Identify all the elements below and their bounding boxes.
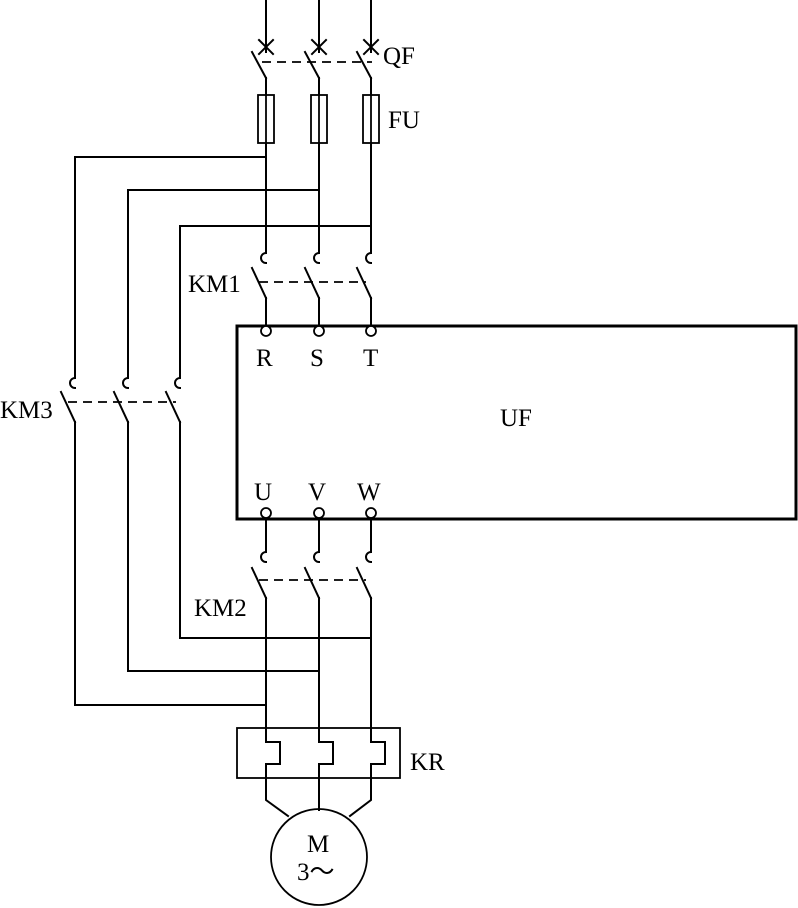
supply-wiring	[74, 142, 372, 379]
terminal-t-label: T	[363, 345, 378, 372]
motor-m-label: M	[307, 831, 329, 858]
bypass-wiring	[74, 421, 372, 706]
terminal-r-label: R	[256, 345, 273, 372]
motor: M 3～	[265, 777, 372, 906]
terminal-v-label: V	[308, 479, 326, 506]
motor-phase-label: 3～	[297, 859, 335, 886]
converter-uf: R S T UF U V W	[235, 324, 798, 521]
kr-label: KR	[410, 749, 445, 776]
km3-label: KM3	[0, 397, 53, 424]
contactor-km3: KM3	[0, 376, 182, 424]
contactor-km1: KM1	[188, 251, 373, 327]
fu-label: FU	[388, 107, 420, 134]
terminal-w-label: W	[357, 479, 381, 506]
terminal-s-label: S	[310, 345, 324, 372]
qf-label: QF	[383, 43, 415, 70]
uf-label: UF	[500, 405, 532, 432]
fuses-fu: FU	[257, 94, 420, 144]
km2-label: KM2	[194, 595, 247, 622]
thermal-relay-kr: KR	[236, 727, 445, 779]
contactor-km2: KM2	[194, 518, 373, 729]
breaker-qf: QF	[250, 0, 415, 96]
terminal-u-label: U	[254, 479, 272, 506]
km1-label: KM1	[188, 271, 241, 298]
